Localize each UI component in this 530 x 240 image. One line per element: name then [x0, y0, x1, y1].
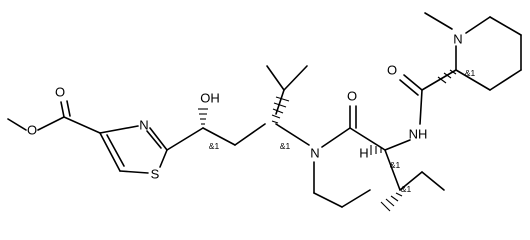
- atom-thiazole-n: N: [139, 118, 148, 133]
- bond-ch2-cipr: [234, 123, 266, 146]
- hash-bond-choh-oh: [198, 108, 208, 125]
- bond-thiazole-c2-n: [149, 127, 168, 151]
- atom-piperidine-carbonyl-o: O: [387, 63, 397, 78]
- hash-bond-cipr-ch: [271, 96, 290, 124]
- atom-hydroxyl: OH: [200, 91, 220, 106]
- hash-bond-pip-c2: [437, 69, 457, 84]
- bond-isopropyl-ch: [275, 89, 285, 115]
- hash-bond-cbeta-methyl: [380, 192, 403, 212]
- stereo-label-cbeta: &1: [401, 184, 412, 194]
- bond-calpha-nh: [384, 139, 411, 151]
- atom-label-layer: O O N S OH N O H NH O N: [27, 32, 463, 182]
- bond-ester-c-ring: [63, 116, 101, 134]
- bond-choh-ch2: [202, 127, 236, 146]
- molecule-structure-diagram: O O N S OH N O H NH O N &1 &1 &1 &1 &1: [7, 12, 522, 212]
- bond-thiazole-c4-c5-inner: [106, 134, 125, 167]
- bond-pip-n-c6: [465, 16, 491, 34]
- bond-pip-n-methyl: [424, 12, 453, 30]
- bond-n-amide-c: [321, 127, 351, 148]
- stereo-label-cisopropyl: &1: [280, 141, 291, 151]
- atom-piperidine-n: N: [453, 32, 462, 47]
- bond-ester-c-o-double-b: [66, 100, 71, 117]
- atom-ester-o-methoxy: O: [27, 123, 37, 138]
- structure-svg: O O N S OH N O H NH O N &1 &1 &1 &1 &1: [7, 12, 522, 212]
- stereo-label-layer: &1 &1 &1 &1 &1: [209, 68, 476, 194]
- bond-n-propyl-2: [313, 192, 343, 208]
- bond-thiazole-c5-s: [119, 170, 149, 174]
- bond-methyl-o: [7, 118, 27, 131]
- bond-carbonyl-c-pip-c2: [421, 69, 457, 91]
- bond-carbonyl-o-b: [399, 79, 419, 96]
- bond-thiazole-n-c4: [99, 125, 139, 134]
- stereo-label-choh: &1: [209, 141, 220, 151]
- atom-alpha-h: H: [359, 146, 368, 161]
- atom-thiazole-s: S: [151, 167, 160, 182]
- bond-cbeta-ethyl-1: [399, 171, 423, 191]
- bond-thiazole-s-c2: [159, 149, 168, 168]
- bond-ester-c-o-double-a: [60, 101, 65, 118]
- bond-cbeta-ethyl-2: [421, 171, 445, 191]
- stereo-label-cpiperidine: &1: [465, 68, 476, 78]
- bond-n-propyl-3: [341, 189, 371, 208]
- hash-bond-calpha-h: [370, 145, 382, 155]
- bond-carbonyl-o-a: [403, 74, 423, 91]
- atom-amide-n: N: [310, 146, 319, 161]
- bond-c2-choh: [166, 127, 204, 151]
- atom-amide-o: O: [347, 89, 357, 104]
- bond-pip-c3-c2: [455, 69, 491, 91]
- bond-cipr-amide-n: [275, 123, 310, 146]
- bond-nh-carbonyl-c: [419, 89, 423, 125]
- atom-ester-o-carbonyl: O: [55, 85, 65, 100]
- bond-calpha-cbeta: [384, 149, 401, 191]
- stereo-label-calpha: &1: [390, 160, 401, 170]
- atom-amide-nh: NH: [409, 127, 428, 142]
- stereo-bond-layer: [198, 69, 457, 212]
- bond-thiazole-c4-c5: [99, 132, 121, 172]
- bond-isopropyl-me2: [283, 65, 308, 91]
- bond-pip-c4-c3: [489, 69, 522, 91]
- bond-layer: [7, 12, 522, 208]
- bond-isopropyl-me1: [266, 65, 285, 91]
- bond-o-ester-c: [37, 116, 65, 131]
- bond-thiazole-c2-n-inner: [146, 130, 162, 149]
- bond-amide-c-calpha: [349, 127, 386, 151]
- bond-pip-c6-c5: [489, 16, 522, 36]
